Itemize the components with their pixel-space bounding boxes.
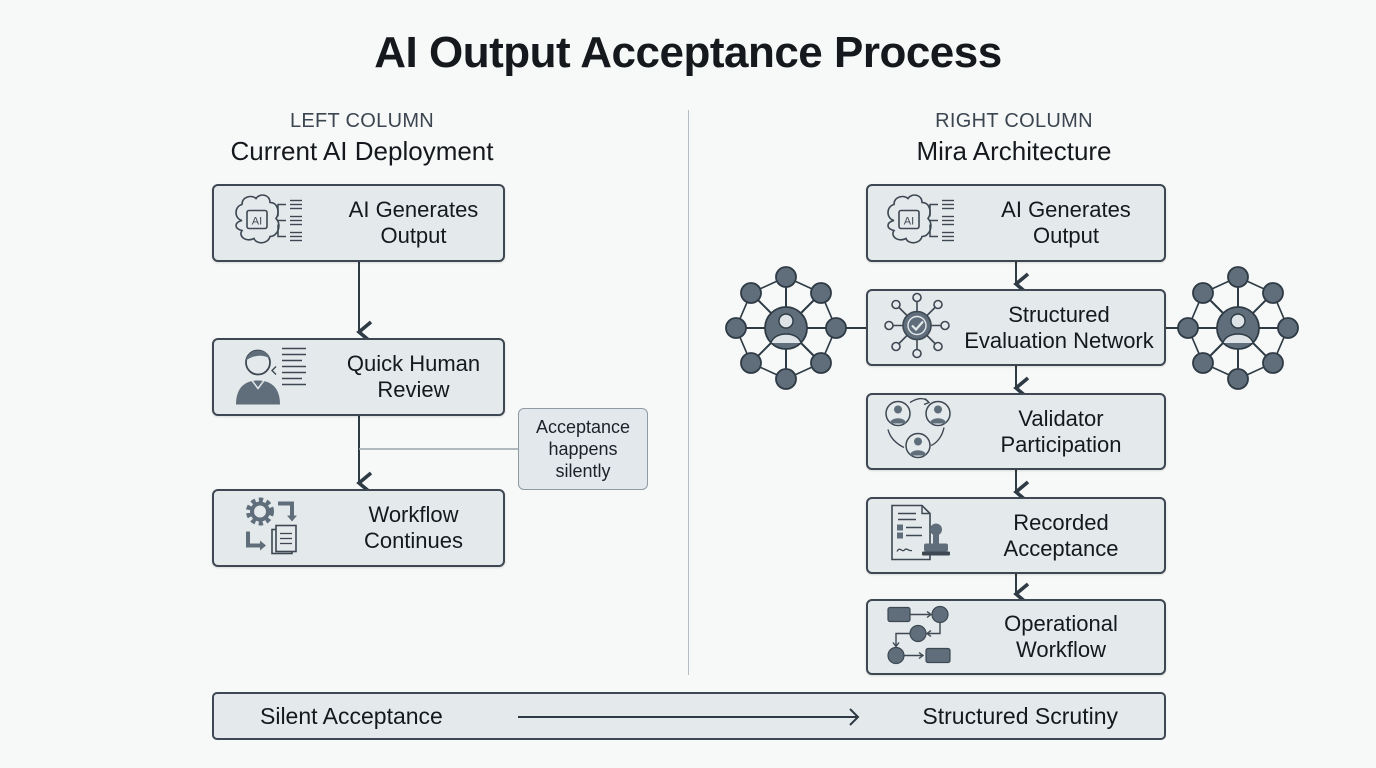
right-column-kicker: RIGHT COLUMN [935, 110, 1093, 132]
network-check-icon [882, 292, 952, 363]
comparison-to-label: Structured Scrutiny [922, 702, 1118, 729]
right-column-heading: Mira Architecture [916, 136, 1112, 166]
svg-text:AI: AI [904, 216, 914, 228]
svg-text:AI: AI [252, 216, 262, 228]
validator-network-icon-right [1177, 266, 1299, 390]
validators-cycle-icon [884, 397, 954, 466]
stamped-document-icon [888, 501, 952, 570]
validator-network-icon-left [725, 266, 847, 390]
comparison-from-label: Silent Acceptance [260, 702, 443, 729]
column-divider [688, 110, 689, 675]
ai-brain-icon: AI [232, 193, 312, 254]
gear-document-icon [238, 494, 308, 563]
left-column-kicker: LEFT COLUMN [289, 110, 435, 132]
right-arrow-icon [518, 708, 860, 726]
ai-brain-icon: AI [884, 193, 964, 254]
flowchart-icon [886, 604, 952, 671]
human-reviewer-icon [232, 343, 312, 412]
page-title: AI Output Acceptance Process [374, 28, 1002, 77]
left-column-heading: Current AI Deployment [230, 136, 494, 166]
comparison-bar: Silent Acceptance Structured Scrutiny [212, 692, 1166, 740]
